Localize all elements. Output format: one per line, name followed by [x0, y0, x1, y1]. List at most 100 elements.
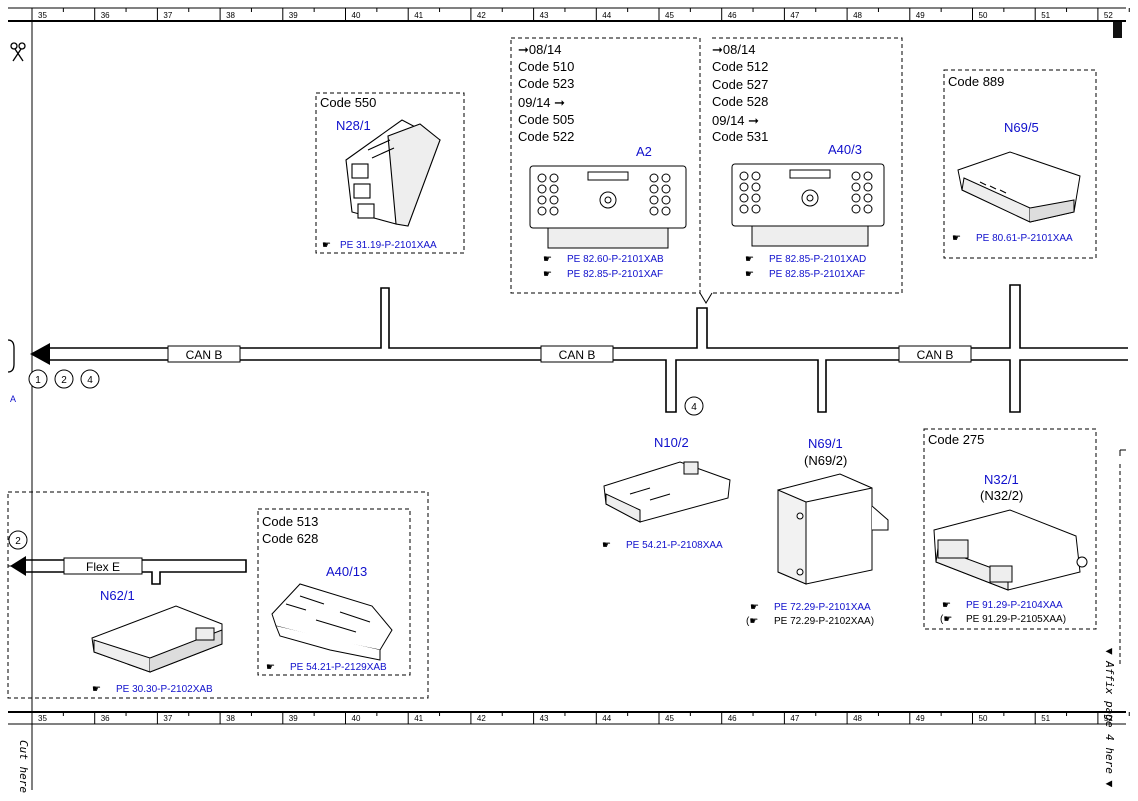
flex-e-group-frame	[7, 491, 429, 699]
svg-text:PE 91.29-P-2105XAA): PE 91.29-P-2105XAA)	[966, 614, 1066, 625]
svg-text:PE 72.29-P-2101XAA: PE 72.29-P-2101XAA	[774, 602, 871, 613]
radio-button-knob	[549, 184, 559, 194]
svg-text:PE 82.60-P-2101XAB: PE 82.60-P-2101XAB	[567, 254, 664, 265]
bottom-ruler-column-label: 48	[853, 714, 862, 723]
radio-button-knob	[537, 184, 547, 194]
svg-text:2: 2	[61, 375, 67, 386]
svg-text:N28/1: N28/1	[336, 118, 371, 133]
n28-1-module-icon	[345, 119, 441, 227]
svg-text:CAN B: CAN B	[186, 348, 223, 362]
flex-e-bus: Flex E	[8, 556, 247, 585]
radio-button-knob	[751, 171, 761, 181]
svg-text:Code 275: Code 275	[928, 432, 984, 447]
svg-text:PE 91.29-P-2104XAA: PE 91.29-P-2104XAA	[966, 600, 1063, 611]
radio-button-knob	[739, 182, 749, 192]
bottom-ruler-column-label: 47	[790, 714, 799, 723]
svg-text:(N69/2): (N69/2)	[804, 453, 847, 468]
n62-1-module-icon	[91, 605, 223, 673]
svg-text:09/14 ➞: 09/14 ➞	[712, 113, 759, 128]
bottom-ruler-column-label: 49	[916, 714, 925, 723]
svg-text:☛: ☛	[750, 602, 759, 613]
svg-text:☛: ☛	[543, 254, 552, 265]
radio-button-knob	[751, 193, 761, 203]
svg-text:PE 80.61-P-2101XAA: PE 80.61-P-2101XAA	[976, 233, 1073, 244]
bottom-ruler-column-label: 35	[38, 714, 47, 723]
bottom-ruler-column-label: 50	[979, 714, 988, 723]
component-n62-1: N62/1 ☛ PE 30.30-P-2102XAB	[91, 588, 223, 695]
radio-button-knob	[661, 195, 671, 205]
svg-text:PE 82.85-P-2101XAF: PE 82.85-P-2101XAF	[567, 269, 663, 280]
radio-button-knob	[549, 173, 559, 183]
top-ruler-column-label: 48	[853, 11, 862, 20]
bus-marker-2: 2	[54, 369, 74, 389]
top-ruler-column-label: 50	[979, 11, 988, 20]
component-a2: ➞08/14 Code 510 Code 523 09/14 ➞ Code 50…	[510, 37, 713, 304]
a40-3-radio-unit-icon	[731, 163, 885, 247]
svg-text:CAN B: CAN B	[917, 348, 954, 362]
radio-button-knob	[649, 173, 659, 183]
cut-here-text: Cut here	[17, 740, 30, 793]
bus-arrow-left	[30, 343, 50, 365]
top-ruler-column-label: 42	[477, 11, 486, 20]
can-b-bus	[50, 284, 1128, 413]
svg-text:Flex E: Flex E	[86, 560, 120, 574]
svg-text:☛: ☛	[745, 254, 754, 265]
radio-button-knob	[537, 206, 547, 216]
svg-text:Code 628: Code 628	[262, 531, 318, 546]
top-ruler-column-label: 41	[414, 11, 423, 20]
radio-button-knob	[863, 193, 873, 203]
svg-text:PE 82.85-P-2101XAD: PE 82.85-P-2101XAD	[769, 254, 866, 265]
bus-marker-4: 4	[80, 369, 100, 389]
top-ruler-column-label: 47	[790, 11, 799, 20]
bottom-ruler-column-label: 51	[1041, 714, 1050, 723]
bottom-ruler-column-label: 52	[1104, 714, 1113, 723]
svg-text:PE 31.19-P-2101XAA: PE 31.19-P-2101XAA	[340, 240, 437, 251]
component-n10-2: N10/2 ☛ PE 54.21-P-2108XAA	[602, 435, 731, 551]
svg-text:N69/5: N69/5	[1004, 120, 1039, 135]
top-ruler-column-label: 44	[602, 11, 611, 20]
top-ruler-column-label: 36	[101, 11, 110, 20]
component-a40-13: Code 513 Code 628 A40/13 ☛ PE 54.21-P-21…	[257, 508, 411, 676]
svg-text:(N32/2): (N32/2)	[980, 488, 1023, 503]
svg-text:PE 30.30-P-2102XAB: PE 30.30-P-2102XAB	[116, 684, 213, 695]
svg-text:(☛: (☛	[746, 616, 758, 627]
radio-button-knob	[649, 206, 659, 216]
radio-button-knob	[863, 171, 873, 181]
bottom-ruler-column-label: 37	[163, 714, 172, 723]
bottom-ruler-column-label: 46	[728, 714, 737, 723]
bottom-ruler-column-label: 44	[602, 714, 611, 723]
svg-text:Code 522: Code 522	[518, 129, 574, 144]
svg-text:CAN B: CAN B	[559, 348, 596, 362]
top-ruler-column-label: 45	[665, 11, 674, 20]
bottom-ruler-column-label: 39	[289, 714, 298, 723]
bottom-ruler-column-label: 38	[226, 714, 235, 723]
top-ruler-column-label: 37	[163, 11, 172, 20]
can-b-label-2: CAN B	[540, 345, 614, 363]
svg-text:➞08/14: ➞08/14	[712, 42, 755, 57]
svg-text:Code 510: Code 510	[518, 59, 574, 74]
n69-5-module-icon	[957, 151, 1081, 223]
a2-radio-unit-icon	[529, 165, 687, 249]
svg-text:Code 528: Code 528	[712, 94, 768, 109]
svg-text:N62/1: N62/1	[100, 588, 135, 603]
radio-button-knob	[549, 206, 559, 216]
bottom-ruler-column-label: 36	[101, 714, 110, 723]
radio-button-knob	[863, 204, 873, 214]
top-ruler-column-label: 39	[289, 11, 298, 20]
svg-text:Code 512: Code 512	[712, 59, 768, 74]
top-ruler-column-label: 38	[226, 11, 235, 20]
radio-button-knob	[549, 195, 559, 205]
svg-text:2: 2	[15, 536, 21, 547]
a40-13-module-icon	[271, 583, 393, 661]
radio-button-knob	[851, 193, 861, 203]
radio-button-knob	[851, 171, 861, 181]
svg-text:4: 4	[691, 402, 697, 413]
top-ruler-column-label: 49	[916, 11, 925, 20]
svg-text:➞08/14: ➞08/14	[518, 42, 561, 57]
svg-text:09/14 ➞: 09/14 ➞	[518, 95, 565, 110]
component-n69-1: N69/1 (N69/2) ☛ PE 72.29-P-2101XAA (☛ PE…	[746, 436, 889, 627]
svg-text:Code 531: Code 531	[712, 129, 768, 144]
svg-text:N32/1: N32/1	[984, 472, 1019, 487]
